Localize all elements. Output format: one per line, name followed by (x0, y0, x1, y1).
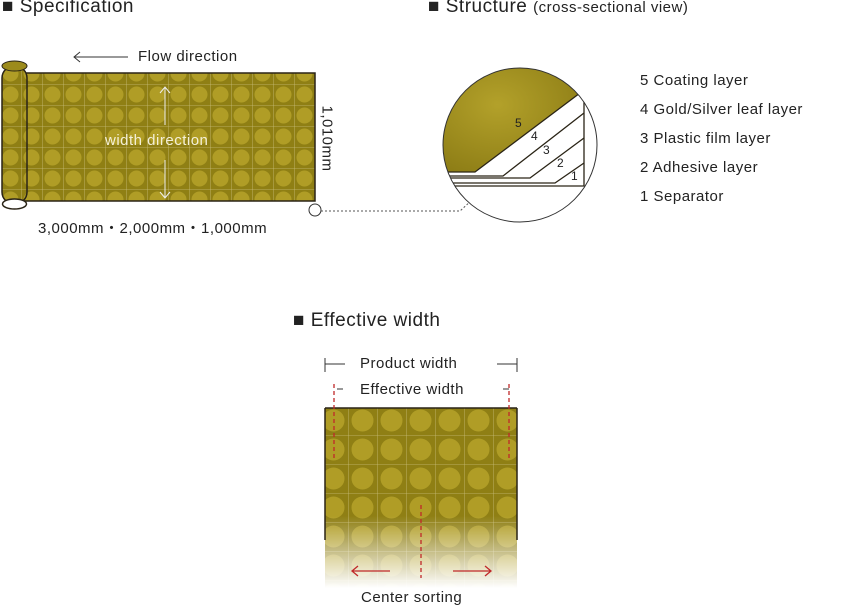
flow-direction-label: Flow direction (138, 48, 238, 65)
structure-subtitle: (cross-sectional view) (533, 0, 689, 16)
height-label: 1,010mm (318, 105, 336, 172)
center-sorting-label: Center sorting (361, 589, 463, 606)
layer-num-3: 3 (543, 143, 551, 157)
layer-label: 5 Coating layer (640, 72, 749, 89)
length-label: 3,000mm・2,000mm・1,000mm (38, 220, 268, 237)
flow-arrow (73, 51, 128, 63)
foil-sheet (19, 72, 316, 202)
structure-title: ■ Structure (428, 0, 528, 17)
layer-label: 4 Gold/Silver leaf layer (640, 101, 803, 118)
width-direction-label: width direction (105, 132, 209, 149)
structure-heading: ■ Structure (cross-sectional view) (428, 0, 688, 18)
width-arrow-down (159, 160, 171, 199)
effective-width-label: Effective width (360, 381, 464, 398)
effective-width-heading: ■ Effective width (293, 310, 441, 331)
layer-label: 3 Plastic film layer (640, 130, 771, 147)
layer-num-1: 1 (571, 169, 579, 183)
layer-label: 1 Separator (640, 188, 724, 205)
specification-heading: ■ Specification (2, 0, 134, 17)
width-arrow-up (159, 86, 171, 125)
layer-num-4: 4 (531, 129, 539, 143)
layer-num-2: 2 (557, 156, 565, 170)
cross-section-view (443, 68, 597, 222)
foil-roll (1, 65, 28, 205)
product-width-label: Product width (360, 355, 458, 372)
layer-label: 2 Adhesive layer (640, 159, 759, 176)
layer-num-5: 5 (515, 116, 523, 130)
